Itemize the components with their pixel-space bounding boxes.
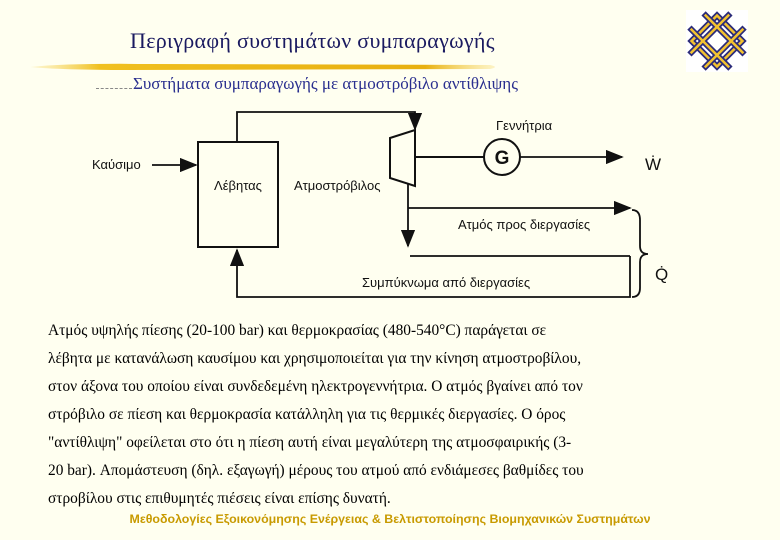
condensate-line [229,248,631,298]
paragraph-line: λέβητα με κατανάλωση καυσίμου και χρησιμ… [48,350,582,367]
steam-line [236,111,423,142]
boiler-label: Λέβητας [214,178,262,193]
generator-label: Γεννήτρια [496,118,553,133]
university-logo-icon [686,10,748,72]
condensate-label: Συμπύκνωμα από διεργασίες [362,275,530,290]
power-symbol: Ẇ [645,155,661,174]
paragraph-line: Ατμός υψηλής πίεσης (20-100 bar) και θερ… [48,322,547,339]
subtitle-leader-line [96,88,132,89]
steam-to-process-label: Ατμός προς διεργασίες [458,217,590,232]
title-underline-bar [30,63,495,70]
heat-brace [631,209,649,298]
fuel-label: Καύσιμο [92,157,141,172]
footer-text: Μεθοδολογίες Εξοικονόμησης Ενέργειας & Β… [129,512,651,526]
slide-title: Περιγραφή συστημάτων συμπαραγωγής [130,28,495,53]
paragraph-line: "αντίθλιψη" οφείλεται στο ότι η πίεση αυ… [48,434,572,451]
description-paragraph: Ατμός υψηλής πίεσης (20-100 bar) και θερ… [48,317,752,513]
heat-symbol: Q̇ [655,265,668,284]
turbine-label: Ατμοστρόβιλος [294,178,380,193]
paragraph-line: 20 bar). Απομάστευση (δηλ. εξαγωγή) μέρο… [48,462,584,479]
paragraph-line: στρόβιλο σε πίεση και θερμοκρασία κατάλλ… [48,406,566,423]
paragraph-line: στροβίλου στις επιθυμητές πιέσεις είναι … [48,490,391,507]
boiler-box [197,141,279,248]
slide-subtitle: Συστήματα συμπαραγωγής με ατμοστρόβιλο α… [133,74,518,93]
generator-symbol: G [495,148,510,169]
cogeneration-diagram: Λέβητας Καύσιμο Ατμοστρόβιλος G Γεννήτρι… [92,111,668,298]
turbine-shape [389,128,416,188]
paragraph-line: στον άξονα του οποίου είναι συνδεδεμένη … [48,378,583,395]
